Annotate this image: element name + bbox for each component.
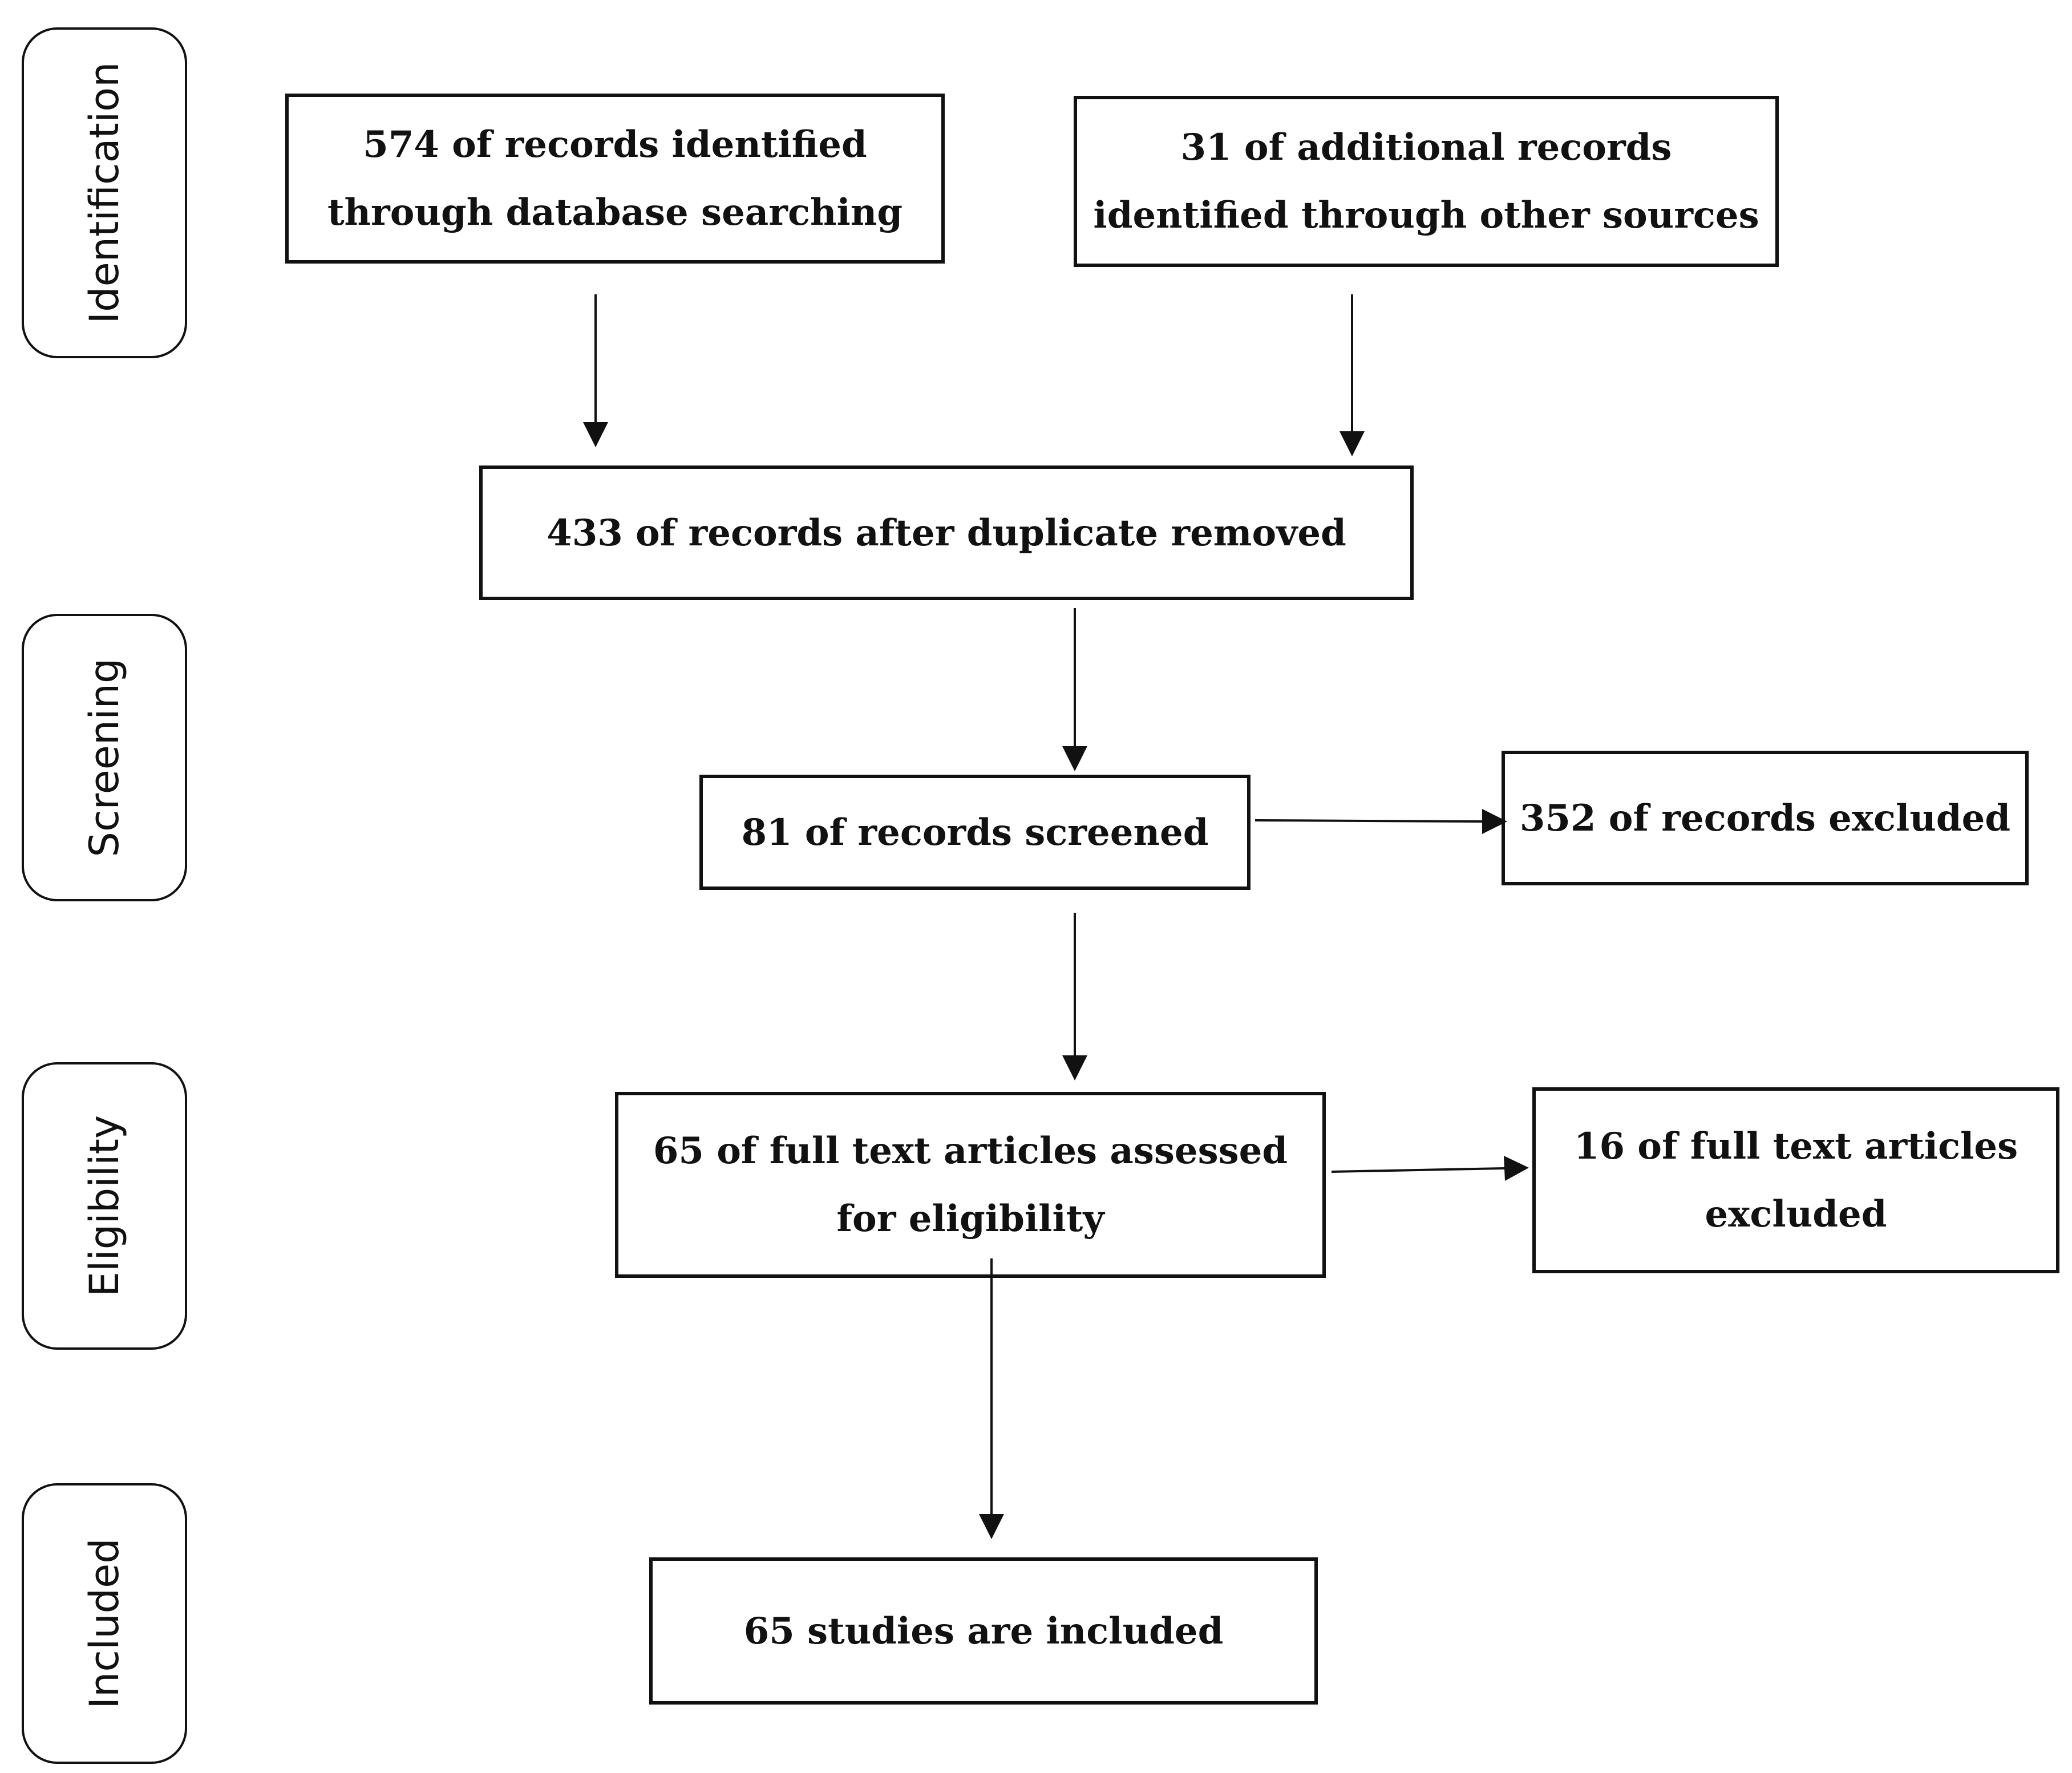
screened-text: 81 of records screened: [741, 811, 1209, 854]
additional-records-text: 31 of additional records identified thro…: [1093, 126, 1759, 237]
arrowhead-screened-to-assessed: [1062, 1055, 1087, 1080]
arrowhead-database-to-duplicates: [583, 422, 608, 447]
stage-included-label: Included: [81, 1538, 128, 1709]
studies-included-text: 65 studies are included: [743, 1609, 1224, 1653]
studies-included-box: 65 studies are included: [649, 1557, 1318, 1705]
stage-identification-label: Identification: [81, 62, 128, 324]
screened-box: 81 of records screened: [699, 775, 1251, 890]
arrowhead-additional-to-duplicates: [1339, 431, 1365, 456]
full-text-excluded-text: 16 of full text articles excluded: [1573, 1125, 2018, 1236]
excluded-records-box: 352 of records excluded: [1502, 751, 2029, 885]
after-duplicates-box: 433 of records after duplicate removed: [479, 465, 1414, 600]
arrow-assessed-to-fulltext-excluded: [1331, 1167, 1506, 1173]
database-records-text: 574 of records identified through databa…: [327, 123, 903, 234]
full-text-assessed-box: 65 of full text articles assessed for el…: [615, 1092, 1326, 1278]
arrow-screened-to-excluded: [1254, 819, 1483, 823]
excluded-records-text: 352 of records excluded: [1519, 796, 2011, 840]
stage-eligibility-label: Eligibility: [81, 1115, 128, 1297]
stage-screening: Screening: [22, 614, 187, 901]
full-text-excluded-box: 16 of full text articles excluded: [1532, 1087, 2059, 1273]
arrowhead-assessed-to-included: [979, 1514, 1004, 1539]
arrowhead-duplicates-to-screened: [1062, 746, 1087, 771]
stage-identification: Identification: [22, 27, 187, 358]
stage-eligibility: Eligibility: [22, 1062, 187, 1350]
full-text-assessed-text: 65 of full text articles assessed for el…: [653, 1130, 1288, 1240]
after-duplicates-text: 433 of records after duplicate removed: [547, 511, 1346, 554]
additional-records-box: 31 of additional records identified thro…: [1074, 96, 1779, 267]
arrowhead-assessed-to-fulltext-excluded: [1504, 1156, 1529, 1181]
database-records-box: 574 of records identified through databa…: [285, 94, 945, 264]
stage-screening-label: Screening: [81, 658, 128, 857]
stage-included: Included: [22, 1483, 187, 1764]
